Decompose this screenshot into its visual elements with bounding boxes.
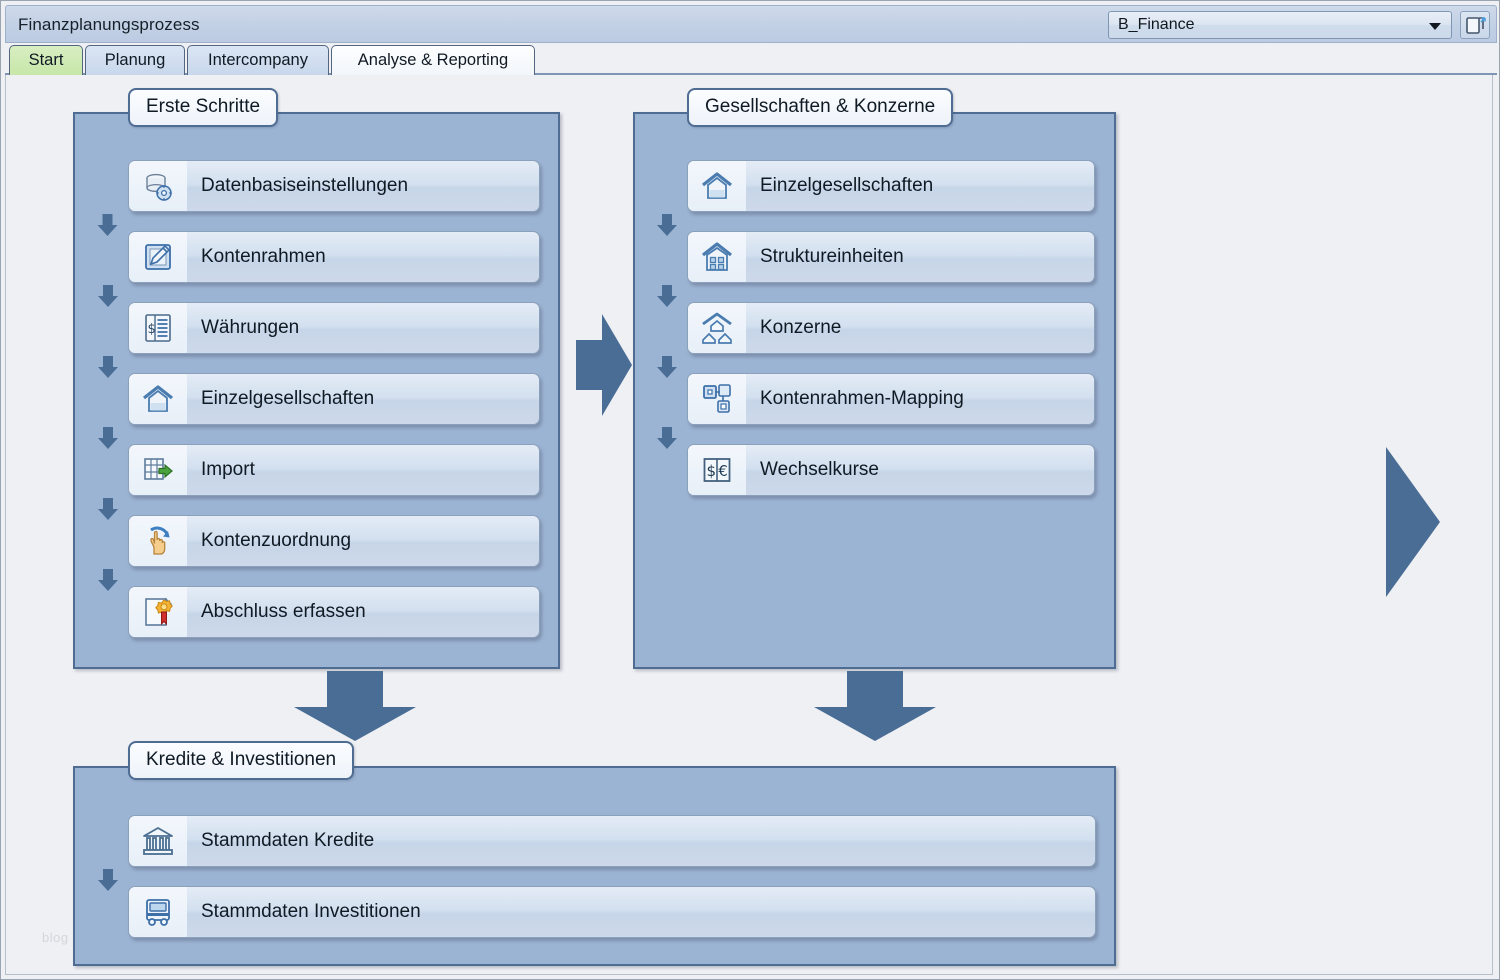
arrow-group2-to-group3: [811, 671, 939, 746]
flow-arrow-down: [654, 212, 680, 238]
house-icon: [129, 374, 187, 424]
truck-icon: [129, 887, 187, 937]
tab-intercompany[interactable]: Intercompany: [187, 45, 329, 75]
flow-arrow-down: [95, 354, 121, 380]
tab-start[interactable]: Start: [9, 45, 83, 75]
currency-list-icon: $: [129, 303, 187, 353]
item-stammdaten-investitionen[interactable]: Stammdaten Investitionen: [128, 886, 1096, 938]
mapping-nodes-icon: [688, 374, 746, 424]
item-label: Import: [201, 459, 255, 480]
hand-assign-icon: [129, 516, 187, 566]
chevron-down-icon: [1429, 23, 1441, 30]
database-settings-icon: [129, 161, 187, 211]
item-label: Einzelgesellschaften: [201, 388, 375, 409]
item-label: Wechselkurse: [760, 459, 879, 480]
tab-strip-baseline: [5, 73, 1497, 75]
arrow-group1-to-group3: [291, 671, 419, 746]
item-konzerne[interactable]: Konzerne: [687, 302, 1095, 354]
restore-window-icon: [1466, 17, 1486, 34]
item-einzelgesellschaften-g2[interactable]: Einzelgesellschaften: [687, 160, 1095, 212]
svg-text:€: €: [718, 462, 728, 480]
item-import[interactable]: Import: [128, 444, 540, 496]
item-struktureinheiten[interactable]: Struktureinheiten: [687, 231, 1095, 283]
flow-arrow-down: [95, 867, 121, 893]
dollar-euro-icon: $ €: [688, 445, 746, 495]
item-label: Stammdaten Investitionen: [201, 901, 421, 922]
item-einzelgesellschaften-g1[interactable]: Einzelgesellschaften: [128, 373, 540, 425]
flow-arrow-down: [95, 496, 121, 522]
process-canvas: Erste Schritte Datenbasiseinstellungen: [5, 75, 1493, 975]
house-windows-icon: [688, 232, 746, 282]
item-label: Struktureinheiten: [760, 246, 904, 267]
page-title: Finanzplanungsprozess: [18, 15, 200, 34]
item-wechselkurse[interactable]: $ € Wechselkurse: [687, 444, 1095, 496]
item-datenbasiseinstellungen[interactable]: Datenbasiseinstellungen: [128, 160, 540, 212]
flow-arrow-down: [654, 283, 680, 309]
group-title-erste-schritte: Erste Schritte: [128, 88, 279, 127]
svg-text:$: $: [148, 322, 156, 337]
item-label: Datenbasiseinstellungen: [201, 175, 409, 196]
flow-arrow-down: [95, 212, 121, 238]
item-abschluss-erfassen[interactable]: Abschluss erfassen: [128, 586, 540, 638]
restore-window-button[interactable]: [1460, 11, 1490, 39]
item-label: Währungen: [201, 317, 300, 338]
certificate-icon: [129, 587, 187, 637]
database-selector[interactable]: B_Finance: [1108, 11, 1452, 39]
arrow-next-page[interactable]: [1386, 447, 1440, 597]
item-label: Kontenrahmen-Mapping: [760, 388, 964, 409]
item-stammdaten-kredite[interactable]: Stammdaten Kredite: [128, 815, 1096, 867]
title-bar: Finanzplanungsprozess B_Finance: [5, 5, 1497, 43]
bank-icon: [129, 816, 187, 866]
flow-arrow-down: [654, 425, 680, 451]
svg-text:$: $: [707, 462, 717, 480]
tab-analyse-reporting[interactable]: Analyse & Reporting: [331, 45, 535, 75]
edit-document-icon: [129, 232, 187, 282]
flow-arrow-down: [95, 567, 121, 593]
item-kontenrahmen[interactable]: Kontenrahmen: [128, 231, 540, 283]
item-waehrungen[interactable]: $ Währungen: [128, 302, 540, 354]
group-title-gesellschaften-konzerne: Gesellschaften & Konzerne: [687, 88, 954, 127]
item-label: Kontenrahmen: [201, 246, 326, 267]
tab-planung[interactable]: Planung: [85, 45, 185, 75]
item-label: Einzelgesellschaften: [760, 175, 934, 196]
arrow-group1-to-group2: [576, 310, 632, 425]
flow-arrow-down: [95, 425, 121, 451]
flow-arrow-down: [654, 354, 680, 380]
item-kontenzuordnung[interactable]: Kontenzuordnung: [128, 515, 540, 567]
item-label: Kontenzuordnung: [201, 530, 352, 551]
flow-arrow-down: [95, 283, 121, 309]
item-label: Stammdaten Kredite: [201, 830, 375, 851]
group-title-kredite-investitionen: Kredite & Investitionen: [128, 741, 355, 780]
tab-strip: Start Planung Intercompany Analyse & Rep…: [5, 43, 1497, 75]
watermark-text: blog: [42, 930, 69, 945]
house-icon: [688, 161, 746, 211]
item-label: Konzerne: [760, 317, 842, 338]
group-houses-icon: [688, 303, 746, 353]
database-selector-value: B_Finance: [1118, 16, 1195, 33]
table-import-icon: [129, 445, 187, 495]
item-kontenrahmen-mapping[interactable]: Kontenrahmen-Mapping: [687, 373, 1095, 425]
item-label: Abschluss erfassen: [201, 601, 366, 622]
